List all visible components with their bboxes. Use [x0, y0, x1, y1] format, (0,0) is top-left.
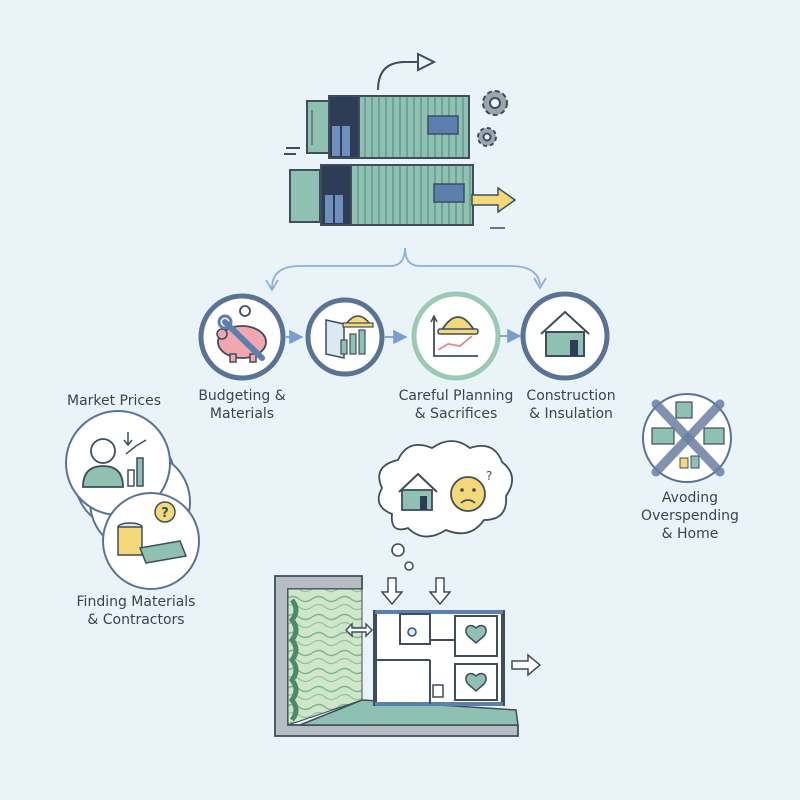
down-arrow-icon	[380, 577, 404, 606]
piggy-bank-icon	[216, 305, 267, 363]
step-planning-line1: Careful Planning	[398, 388, 514, 404]
curved-arrow-icon	[377, 61, 420, 91]
bottom-container	[289, 164, 474, 226]
step-construction-label: Construction & Insulation	[515, 387, 627, 423]
step-construction-circle	[520, 291, 610, 381]
thought-bubble: ?	[377, 440, 513, 571]
step-planning-label: Careful Planning & Sacrifices	[390, 387, 522, 423]
double-arrow-icon	[345, 622, 373, 638]
gear-icon	[477, 127, 497, 147]
house-icon	[398, 472, 438, 511]
step-budgeting-line2: Materials	[209, 406, 275, 422]
gear-icon	[482, 90, 508, 116]
step-budgeting-label: Budgeting & Materials	[186, 387, 298, 423]
avoiding-line3: & Home	[661, 526, 719, 542]
svg-text:?: ?	[161, 506, 169, 521]
step-planning-line2: & Sacrifices	[414, 406, 498, 422]
avoiding-line2: Overspending	[641, 508, 739, 524]
sad-face-icon: ?	[450, 469, 492, 512]
brace-connector	[271, 247, 541, 289]
hardhat-graph-icon	[430, 314, 479, 357]
step-planning-circle	[411, 291, 501, 381]
avoiding-overspending-circle	[642, 393, 732, 483]
market-prices-label: Market Prices	[52, 392, 176, 410]
finding-materials-label: Finding Materials & Contractors	[64, 593, 208, 629]
materials-question-icon: ?	[117, 501, 188, 564]
person-chart-icon	[82, 432, 147, 488]
step-budgeting-line1: Budgeting &	[198, 388, 286, 404]
house-icon	[540, 310, 590, 357]
cross-out-icon	[651, 399, 725, 477]
right-arrow-icon	[511, 653, 542, 677]
heart-icon	[465, 672, 487, 692]
shipping-containers-illustration	[284, 52, 517, 229]
step-budgeting-circle	[198, 293, 286, 381]
svg-text:?: ?	[486, 469, 492, 483]
market-prices-cluster: ?	[65, 410, 200, 590]
market-prices-text: Market Prices	[66, 393, 162, 409]
finding-materials-line2: & Contractors	[87, 612, 185, 628]
step-construction-line1: Construction	[526, 388, 616, 404]
heart-icon	[465, 624, 487, 644]
insulation-floorplan-illustration	[274, 575, 542, 737]
chart-hardhat-icon	[325, 315, 374, 359]
yellow-arrow-icon	[471, 186, 517, 214]
step-construction-line2: & Insulation	[529, 406, 613, 422]
avoiding-line1: Avoding	[661, 490, 719, 506]
finding-materials-line1: Finding Materials	[76, 594, 196, 610]
down-arrow-icon	[428, 577, 452, 606]
step-chart-circle	[305, 297, 385, 377]
avoiding-overspending-label: Avoding Overspending & Home	[630, 489, 750, 543]
top-container	[306, 95, 470, 159]
